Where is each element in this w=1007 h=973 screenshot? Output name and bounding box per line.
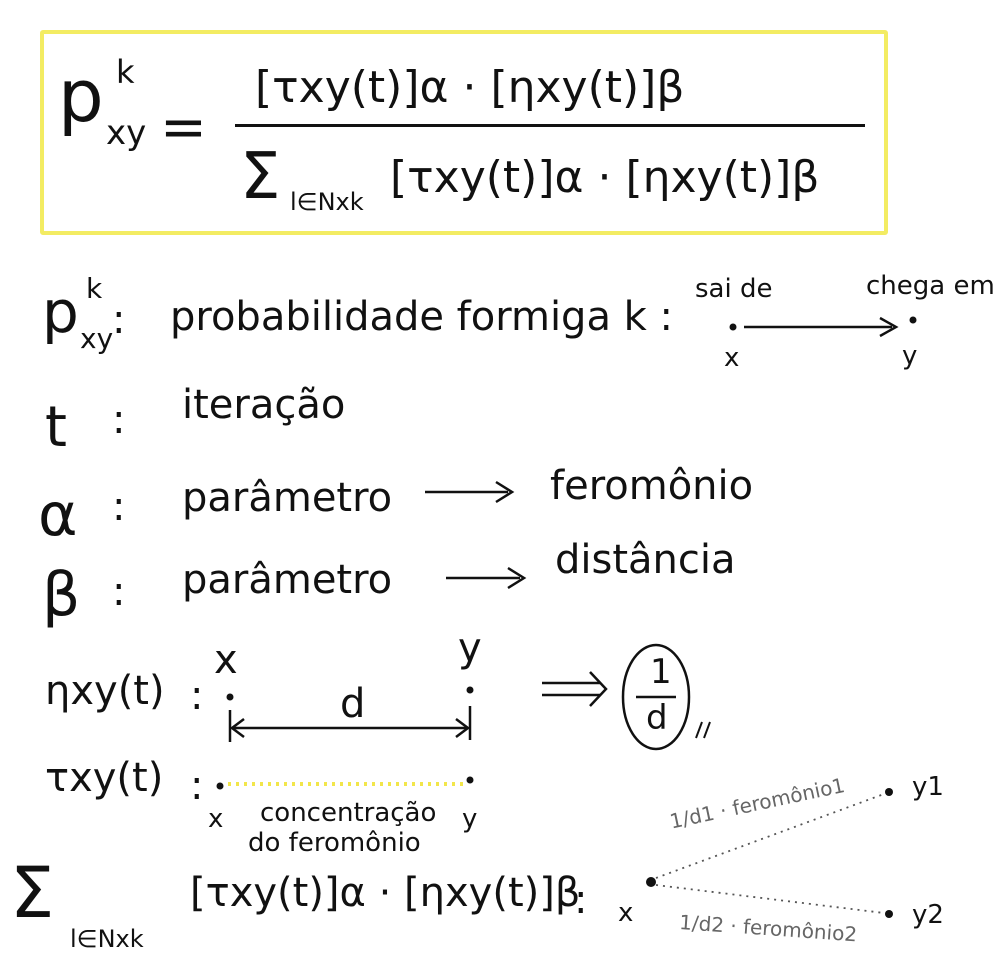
def-tau-symbol: τxy(t) <box>45 755 164 801</box>
tau-caption-1: concentração <box>260 798 437 828</box>
sum-expr: [τxy(t)]α · [ηxy(t)]β <box>190 870 581 916</box>
sai-de-label: sai de <box>695 274 773 304</box>
beta-arrow-head <box>507 566 527 590</box>
eta-y-dot <box>466 686 474 694</box>
def-alpha-target: feromônio <box>550 463 754 509</box>
def-alpha-sep: : <box>112 484 126 530</box>
def-p-text: probabilidade formiga k : <box>170 294 674 340</box>
eta-result-num: 1 <box>650 652 672 692</box>
sum-edge1-line <box>655 793 885 879</box>
node-x-label: x <box>724 343 740 373</box>
quote-mark-2 <box>703 721 711 739</box>
def-beta-sep: : <box>112 569 126 615</box>
tau-y-label: y <box>462 804 478 834</box>
def-beta-target: distância <box>555 537 736 583</box>
p-arrow-head <box>879 316 899 338</box>
formula-equals: = <box>160 95 207 160</box>
sum-edge2-line <box>655 884 885 914</box>
sum-y1-label: y1 <box>912 772 944 802</box>
def-p: p xy k <box>42 272 113 355</box>
def-tau-sep: : <box>190 763 204 809</box>
def-eta-sep: : <box>190 673 204 719</box>
def-p-symbol: p <box>42 278 79 346</box>
sum-x-label: x <box>618 898 634 928</box>
chega-em-label: chega em <box>866 271 995 301</box>
def-t-text: iteração <box>182 382 346 428</box>
p-node-x-dot <box>729 323 737 331</box>
sum-y1-dot <box>885 788 893 796</box>
formula-lhs-sub: xy <box>106 113 147 153</box>
formula-numerator: [τxy(t)]α · [ηxy(t)]β <box>255 62 685 113</box>
def-p-sub: xy <box>80 322 114 355</box>
sum-sep: : <box>574 877 588 923</box>
def-beta-symbol: β <box>42 560 81 630</box>
tau-caption-2: do feromônio <box>248 828 421 858</box>
eta-d-label: d <box>340 681 366 727</box>
tau-y-dot <box>466 776 474 784</box>
sum-y2-label: y2 <box>912 900 944 930</box>
def-p-sep: : <box>112 297 126 343</box>
eta-x-dot <box>226 693 234 701</box>
sum-x-dot <box>646 877 656 887</box>
sum-index: l∈Nxk <box>70 925 144 953</box>
p-node-y-dot <box>909 316 917 324</box>
formula-denominator: [τxy(t)]α · [ηxy(t)]β <box>390 152 820 203</box>
def-eta-symbol: ηxy(t) <box>45 668 165 714</box>
formula-lhs-symbol: p <box>58 54 104 138</box>
eta-result-circle <box>621 643 691 751</box>
def-t-sep: : <box>112 397 126 443</box>
eta-result-den: d <box>646 698 668 738</box>
formula-lhs-sup: k <box>116 53 135 91</box>
def-alpha-symbol: α <box>38 480 78 550</box>
eta-arrow-right <box>455 718 471 738</box>
implies-head <box>589 671 608 707</box>
formula-highlight-box <box>40 30 888 235</box>
formula-denominator-sigma: Σ <box>240 140 281 214</box>
sum-sigma: Σ <box>10 852 55 934</box>
formula-denominator-index: l∈Nxk <box>290 188 364 216</box>
def-p-sup: k <box>86 272 103 305</box>
eta-arrow-left <box>229 718 245 738</box>
node-y-label: y <box>902 341 918 371</box>
fraction-bar <box>235 124 865 127</box>
def-t-symbol: t <box>45 395 67 460</box>
tau-x-label: x <box>208 804 224 834</box>
formula-lhs: p xy k <box>58 56 146 150</box>
def-alpha-text: parâmetro <box>182 475 393 521</box>
eta-y-label: y <box>458 625 482 671</box>
sum-y2-dot <box>885 910 893 918</box>
quote-mark-1 <box>695 721 703 739</box>
tau-x-dot <box>216 782 224 790</box>
alpha-arrow-head <box>495 480 515 504</box>
eta-x-label: x <box>214 637 238 683</box>
def-beta-text: parâmetro <box>182 557 393 603</box>
